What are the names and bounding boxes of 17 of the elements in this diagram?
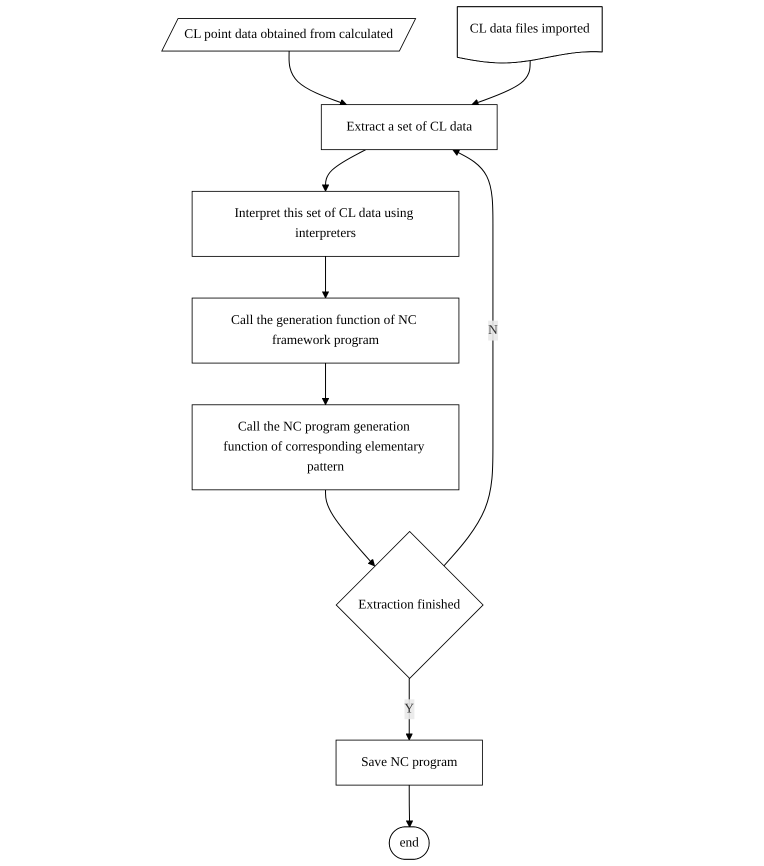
node-box: Extract a set of CL data <box>320 104 498 150</box>
arrow <box>322 149 366 192</box>
arrow <box>325 489 376 566</box>
arrow <box>322 256 330 298</box>
node-box: Call the generation function of NC framework program <box>192 298 460 364</box>
arrow <box>443 149 494 567</box>
arrow <box>288 50 347 106</box>
node-box: Interpret this set of CL data using interpreters <box>192 190 460 257</box>
node-box: Call the NC program generation function of corresponding elementary pattern <box>192 404 460 490</box>
arrow <box>406 784 414 828</box>
edge-label: Y <box>404 702 414 716</box>
arrow <box>322 362 330 406</box>
node-box: Save NC program <box>336 740 483 786</box>
arrow <box>406 678 413 740</box>
arrow <box>471 60 531 106</box>
node-diamond: Extraction finished <box>336 530 484 679</box>
edge-label: N <box>488 323 498 338</box>
